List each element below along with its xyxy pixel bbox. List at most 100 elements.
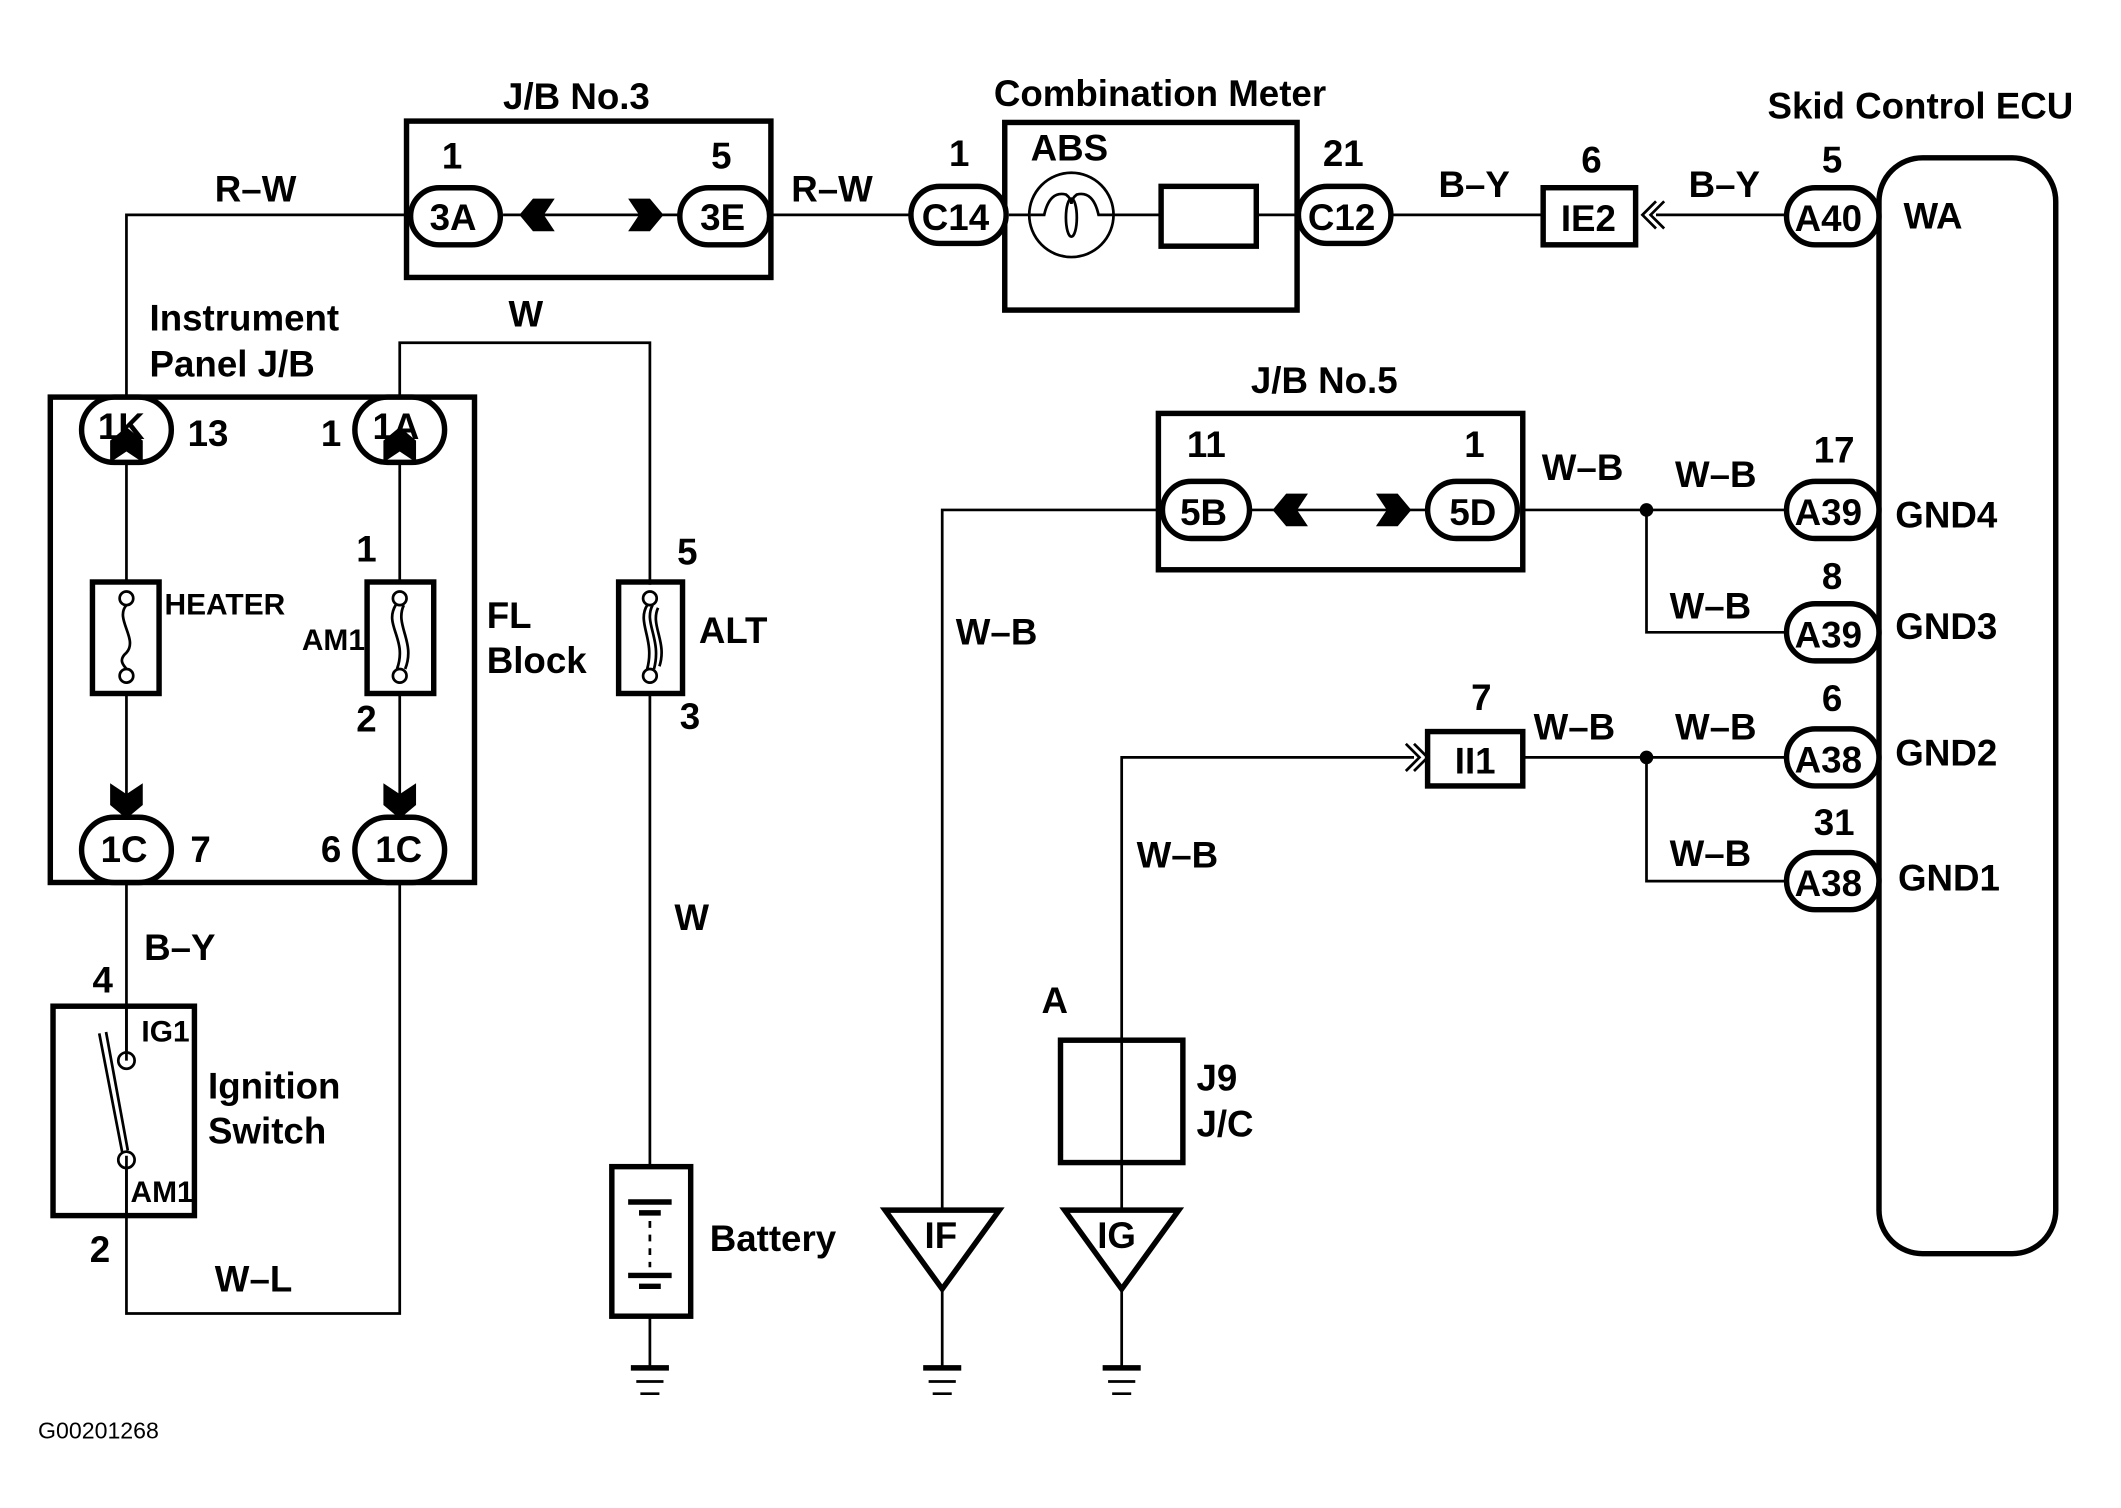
wire-wb-ig bbox=[1120, 756, 1414, 1211]
wires bbox=[125, 213, 1787, 1368]
am1-pin-bottom: 2 bbox=[356, 699, 376, 740]
jb5-pin-left: 11 bbox=[1187, 424, 1226, 465]
junction-connector-j9 bbox=[1057, 1037, 1186, 1166]
connector-3a: 3A bbox=[430, 197, 477, 238]
wire-wb-gnd1 bbox=[1645, 757, 1787, 883]
connector-3e: 3E bbox=[700, 197, 745, 238]
switch-lever-icon bbox=[97, 1031, 130, 1154]
jb5-title: J/B No.5 bbox=[1251, 360, 1398, 401]
ecu-pin-gnd2: 6 bbox=[1822, 678, 1842, 719]
figure-code: G00201268 bbox=[38, 1418, 159, 1444]
ipjb-title-2: Panel J/B bbox=[150, 344, 315, 385]
meter-title: Combination Meter bbox=[994, 73, 1326, 114]
fuse-heater-label: HEATER bbox=[165, 589, 286, 622]
connector-a39-gnd4: A39 bbox=[1795, 492, 1862, 533]
ground-ig-label: IG bbox=[1097, 1215, 1136, 1256]
abs-lamp-icon bbox=[1027, 171, 1115, 259]
wire-label-wb-gnd4: W–B bbox=[1675, 454, 1757, 495]
ecu-pin-gnd3: 8 bbox=[1822, 556, 1842, 597]
j9-label-1: J9 bbox=[1196, 1058, 1237, 1099]
wire-label-rw-left: R–W bbox=[215, 168, 297, 209]
battery-icon bbox=[609, 1163, 694, 1319]
jb3-title: J/B No.3 bbox=[503, 76, 650, 117]
wire-wl bbox=[125, 881, 402, 1315]
battery-label: Battery bbox=[710, 1218, 837, 1259]
fl-block-label-1: FL bbox=[487, 595, 532, 636]
ecu-terminal-gnd2: GND2 bbox=[1895, 733, 1997, 774]
meter-pin-in: 1 bbox=[949, 133, 969, 174]
connector-ie2-plug-icon bbox=[1640, 200, 1666, 230]
connector-a38-gnd2: A38 bbox=[1795, 739, 1862, 780]
connector-ii1: II1 bbox=[1404, 728, 1526, 789]
wire-label-wl: W–L bbox=[215, 1259, 292, 1300]
wire-label-wb-ig: W–B bbox=[1137, 835, 1219, 876]
connector-1c-right: 1C bbox=[375, 829, 422, 870]
splice-point-2 bbox=[1639, 750, 1654, 765]
connector-a40: A40 bbox=[1795, 198, 1862, 239]
jb3-pin-left: 1 bbox=[442, 136, 462, 177]
ground-icon bbox=[1102, 1365, 1141, 1396]
ign-pin-top: 4 bbox=[92, 960, 113, 1001]
wire-wb-gnd3 bbox=[1645, 509, 1787, 634]
ecu-terminal-gnd4: GND4 bbox=[1895, 495, 1998, 536]
fuse-alt-icon bbox=[615, 579, 686, 697]
ecu-title: Skid Control ECU bbox=[1767, 85, 2073, 126]
ground-point-ig: IG bbox=[1059, 1207, 1185, 1294]
jb5-pin-right: 1 bbox=[1464, 424, 1484, 465]
ipjb-pin-13: 13 bbox=[188, 413, 229, 454]
wire-label-w-top: W bbox=[508, 293, 543, 334]
ground-if-label: IF bbox=[925, 1215, 958, 1256]
wire-label-wb-if: W–B bbox=[956, 612, 1038, 653]
alt-pin-bottom: 3 bbox=[680, 696, 700, 737]
ecu-pin-gnd4: 17 bbox=[1814, 429, 1855, 470]
ecu-terminal-gnd3: GND3 bbox=[1895, 606, 1997, 647]
am1-pin-top: 1 bbox=[356, 529, 376, 570]
jb-no5: J/B No.5 11 1 5B 5D bbox=[1155, 360, 1526, 573]
wire-label-wb-gnd1: W–B bbox=[1670, 833, 1752, 874]
connector-5d: 5D bbox=[1449, 492, 1496, 533]
wire-label-wb-ii1-out: W–B bbox=[1534, 707, 1616, 748]
ipjb-pin-1: 1 bbox=[321, 413, 341, 454]
ignition-switch bbox=[50, 1003, 198, 1219]
meter-pin-out: 21 bbox=[1323, 133, 1364, 174]
instrument-panel-jb: Instrument Panel J/B 1K 13 1A 1 HEATER 1… bbox=[47, 297, 478, 886]
ground-icon bbox=[630, 1365, 669, 1396]
wire-label-w-batt: W bbox=[674, 897, 709, 938]
wire-label-wb-jb5-out: W–B bbox=[1542, 447, 1624, 488]
wire-label-by-2: B–Y bbox=[1689, 164, 1760, 205]
jb-no3: J/B No.3 1 5 3A 3E bbox=[403, 76, 774, 281]
ign-pin-bottom: 2 bbox=[90, 1229, 110, 1270]
connector-a39-gnd3: A39 bbox=[1795, 614, 1862, 655]
fuse-am1-label: AM1 bbox=[302, 624, 365, 657]
wire-wb-if bbox=[940, 508, 1164, 1211]
fuse-heater-icon bbox=[89, 579, 162, 697]
combination-meter: Combination Meter 1 C14 ABS 21 C12 bbox=[908, 73, 1394, 313]
connector-c12: C12 bbox=[1308, 197, 1375, 238]
connector-1c-left: 1C bbox=[101, 829, 148, 870]
j9-pin: A bbox=[1041, 980, 1068, 1021]
ipjb-title-1: Instrument bbox=[150, 297, 340, 338]
wire-label-by-ign: B–Y bbox=[144, 927, 215, 968]
ign-terminal-ig1: IG1 bbox=[141, 1016, 189, 1049]
splice-point-1 bbox=[1639, 503, 1654, 517]
ignition-label-2: Switch bbox=[208, 1111, 326, 1152]
ignition-label-1: Ignition bbox=[208, 1066, 340, 1107]
wire-label-rw-right: R–W bbox=[791, 168, 873, 209]
ii1-pin: 7 bbox=[1471, 677, 1491, 718]
j9-label-2: J/C bbox=[1196, 1104, 1253, 1145]
wire-rw-left bbox=[125, 213, 411, 398]
meter-module bbox=[1158, 183, 1260, 249]
connector-5b: 5B bbox=[1180, 492, 1227, 533]
connector-ie2: IE2 bbox=[1540, 185, 1666, 248]
abs-label: ABS bbox=[1031, 128, 1108, 169]
ground-icon bbox=[923, 1365, 962, 1396]
alt-pin-top: 5 bbox=[677, 531, 697, 572]
skid-control-ecu: Skid Control ECU 5 A40 WA 17 A39 GND4 8 … bbox=[1767, 85, 2073, 1257]
ipjb-pin-6: 6 bbox=[321, 829, 341, 870]
connector-a38-gnd1: A38 bbox=[1795, 863, 1862, 904]
wire-label-wb-gnd3: W–B bbox=[1670, 586, 1752, 627]
ipjb-pin-7: 7 bbox=[190, 829, 210, 870]
connector-c14: C14 bbox=[922, 197, 990, 238]
connector-ii1-label: II1 bbox=[1455, 741, 1496, 782]
wire-label-wb-gnd2: W–B bbox=[1675, 707, 1757, 748]
